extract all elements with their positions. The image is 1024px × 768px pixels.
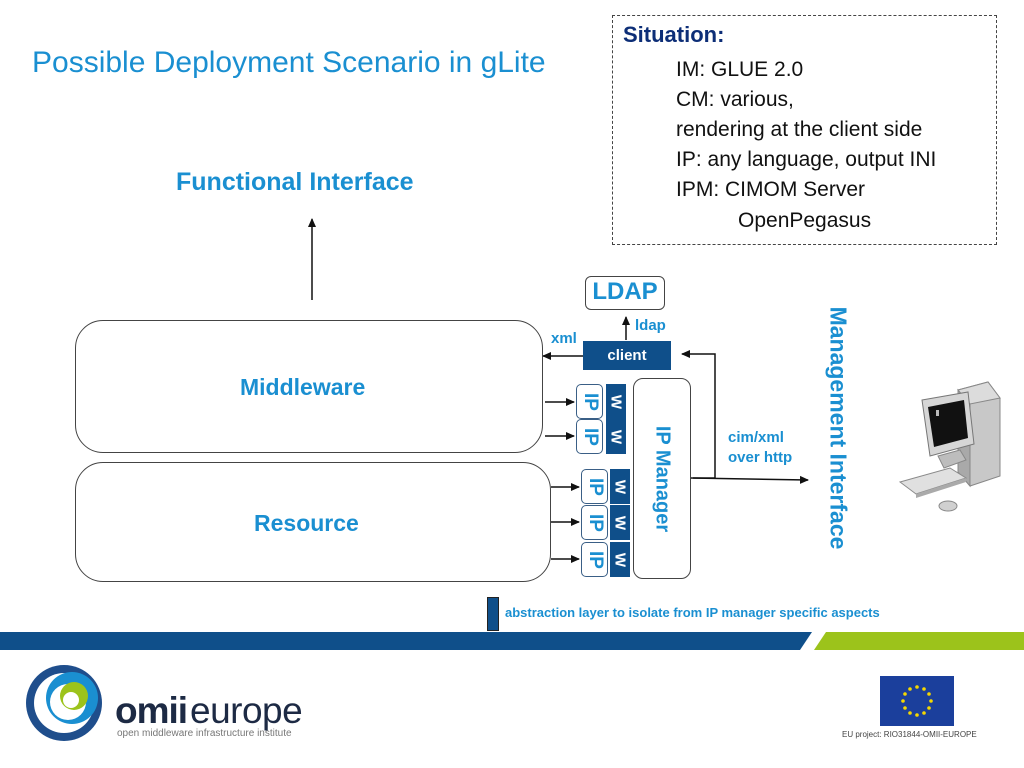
- wrapper-4: W: [610, 505, 630, 540]
- slide-title: Possible Deployment Scenario in gLite: [32, 46, 546, 79]
- situation-line-ip: IP: any language, output INI: [676, 148, 937, 171]
- middleware-box: [75, 320, 543, 453]
- situation-line-rendering: rendering at the client side: [676, 118, 923, 141]
- situation-line-im: IM: GLUE 2.0: [676, 58, 804, 81]
- brand-subtitle: open middleware infrastructure institute: [117, 728, 292, 739]
- management-interface-label: Management Interface: [825, 306, 852, 549]
- cim-xml-arrow: [690, 475, 809, 484]
- wrapper-label: W: [611, 552, 629, 567]
- computer-workstation-icon: [898, 381, 1001, 512]
- brand-europe: europe: [190, 690, 303, 731]
- situation-line-cm: CM: various,: [676, 88, 794, 111]
- wrapper-label: W: [611, 479, 629, 494]
- wrapper-label: W: [611, 515, 629, 530]
- ip-provider-4: IP: [581, 505, 608, 540]
- client-box: client: [583, 341, 671, 370]
- legend-text: abstraction layer to isolate from IP man…: [505, 605, 880, 620]
- ip-provider-label: IP: [584, 513, 606, 532]
- brand-omii: omii: [115, 690, 188, 731]
- ldap-box: LDAP: [585, 276, 665, 310]
- situation-line-openpegasus: OpenPegasus: [738, 209, 872, 232]
- xml-edge-label: xml: [551, 330, 577, 347]
- wrapper-1: W: [606, 384, 626, 419]
- wrapper-3: W: [610, 469, 630, 504]
- eu-flag-icon: [880, 676, 954, 726]
- wrapper-label: W: [607, 429, 625, 444]
- situation-heading: Situation:: [623, 22, 725, 47]
- ip-provider-label: IP: [584, 477, 606, 496]
- ip-manager-label: IP Manager: [651, 425, 674, 532]
- eu-project-text: EU project: RIO31844-OMII-EUROPE: [842, 730, 977, 739]
- situation-line-ipm: IPM: CIMOM Server: [676, 178, 866, 201]
- resource-label: Resource: [254, 510, 359, 536]
- legend-swatch: [487, 597, 499, 631]
- ip-provider-1: IP: [576, 384, 603, 419]
- situation-box: Situation: IM: GLUE 2.0 CM: various, ren…: [612, 15, 997, 245]
- ip-provider-label: IP: [579, 392, 601, 411]
- omii-logo-icon: [26, 665, 102, 741]
- wrapper-5: W: [610, 542, 630, 577]
- ip-provider-label: IP: [584, 550, 606, 569]
- footer-stripe: [0, 632, 1024, 650]
- middleware-label: Middleware: [240, 374, 366, 400]
- management-interface: Management Interface: [820, 275, 856, 580]
- wrapper-label: W: [607, 394, 625, 409]
- ip-provider-5: IP: [581, 542, 608, 577]
- resource-box: [75, 462, 551, 582]
- cim-edge-label-1: cim/xml: [728, 429, 784, 446]
- ip-provider-label: IP: [579, 427, 601, 446]
- functional-interface-label: Functional Interface: [176, 168, 414, 196]
- ip-manager-box: IP Manager: [633, 378, 691, 579]
- ldap-edge-label: ldap: [635, 317, 666, 334]
- cim-edge-label-2: over http: [728, 449, 793, 466]
- ip-provider-2: IP: [576, 419, 603, 454]
- wrapper-2: W: [606, 419, 626, 454]
- ip-provider-3: IP: [581, 469, 608, 504]
